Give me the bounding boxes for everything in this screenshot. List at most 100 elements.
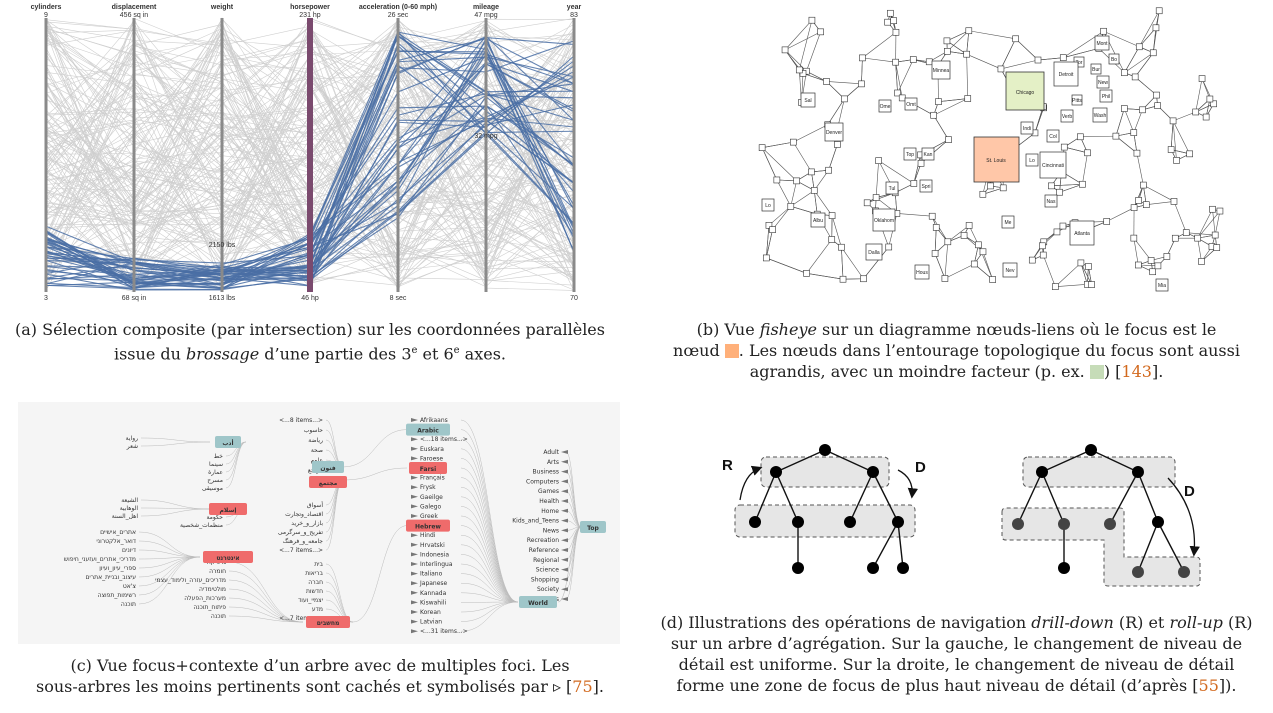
map-edge [841, 247, 864, 279]
collapsed-triangle [411, 446, 418, 451]
tree-edge [138, 556, 201, 587]
map-node [1034, 56, 1042, 64]
collapsed-triangle [561, 518, 568, 523]
language-label: Interlingua [420, 561, 453, 568]
map-city-node [1069, 220, 1095, 246]
map-edge [1000, 38, 1016, 70]
hebrew-leaf: דואר_אלקטרוני [96, 538, 136, 545]
collapsed-triangle [561, 538, 568, 543]
map-edge [765, 225, 770, 258]
language-label: Afrikaans [420, 417, 448, 424]
map-edge [813, 190, 818, 215]
tree-node [1058, 562, 1070, 574]
map-edge [966, 54, 969, 99]
arabic-mid-leaf: <...8 items...> [279, 417, 323, 424]
collapsed-triangle [411, 494, 418, 499]
collapsed-triangle [561, 469, 568, 474]
map-node [1012, 35, 1019, 43]
map-node [1182, 229, 1190, 236]
collapsed-triangle [561, 450, 568, 454]
map-node [945, 136, 952, 143]
map-city-label: Spri [922, 184, 931, 190]
tree-edge [460, 592, 519, 603]
map-node [1153, 91, 1160, 99]
map-node [1213, 244, 1221, 251]
label-d: D [915, 459, 926, 476]
map-edge [814, 170, 829, 191]
collapsed-triangle [561, 587, 568, 592]
top-node: Top [587, 525, 599, 532]
axis-title: weight [210, 4, 234, 11]
map-city-label: Hous [916, 270, 928, 276]
map-node [989, 276, 996, 283]
map-city-label: Lo [765, 203, 771, 209]
map-edge [897, 59, 914, 94]
map-node [910, 180, 918, 187]
map-edge [1080, 262, 1092, 285]
tree-node [770, 466, 782, 478]
tree-edge [225, 441, 247, 489]
axis-bottom-value: 46 hp [301, 295, 319, 302]
category-label: Arts [547, 459, 559, 466]
tree-link [897, 521, 904, 569]
map-edge [1136, 153, 1144, 186]
map-node [970, 260, 978, 268]
map-node [1039, 242, 1046, 250]
map-edge [1055, 262, 1082, 287]
map-edge [776, 179, 792, 207]
arabic-leaf: شعر [126, 443, 138, 450]
language-label: Latvian [420, 619, 442, 626]
map-node [803, 270, 810, 277]
focus-node-swatch [724, 344, 739, 358]
map-node [1147, 257, 1155, 264]
map-node [1053, 228, 1061, 236]
map-edge [1197, 210, 1221, 239]
category-label: Business [533, 469, 559, 476]
tree-edge [460, 525, 519, 603]
caption-c: (c) Vue focus+contexte d’un arbre avec d… [0, 655, 640, 697]
map-city-label: Tor [1076, 60, 1083, 66]
tree-edge [138, 549, 201, 558]
hebrew-leaf: אתרים_אישיים [100, 529, 136, 536]
axis-5 [484, 18, 488, 292]
map-node [963, 50, 970, 58]
arabic-leaf: الشيعة [121, 497, 138, 504]
map-city-node [1094, 35, 1110, 51]
category-label: Society [537, 586, 559, 593]
map-edge [1197, 238, 1202, 262]
map-city-node [1155, 278, 1169, 292]
chicago-label: Chicago [1016, 90, 1035, 96]
caption-c-line1: (c) Vue focus+contexte d’un arbre avec d… [70, 656, 570, 675]
hebrew-leaf: מדריכי_אתרים_ועזעני_חיפוש [64, 556, 136, 563]
map-edge [1063, 48, 1099, 58]
map-city-node [1002, 262, 1018, 278]
map-edge [1042, 254, 1056, 287]
hebrew-computers-leaf: מולטימדיה [199, 586, 226, 593]
map-edge [1055, 284, 1088, 287]
collapsed-triangle [411, 456, 418, 461]
world-node-pill [519, 596, 557, 608]
map-node [987, 182, 994, 190]
map-node [892, 28, 900, 36]
map-node [860, 275, 867, 283]
arabic-mid-leaf: حاسوب [304, 427, 324, 434]
map-edge [875, 160, 879, 198]
axis-2 [220, 18, 224, 292]
map-node [1060, 143, 1068, 151]
caption-b: (b) Vue fisheye sur un diagramme nœuds-l… [640, 319, 1273, 382]
arabic-leaf: عمارة [208, 469, 223, 476]
map-edge [947, 225, 970, 243]
tree-link [872, 471, 899, 523]
map-edge [761, 147, 778, 181]
map-city-label: New [1098, 80, 1108, 86]
aggregation-trees [749, 444, 1190, 578]
map-edge [768, 206, 791, 226]
map-edge [772, 206, 792, 230]
tree-node [1132, 566, 1144, 578]
map-node [943, 48, 951, 55]
axis-top-value: 456 sq in [120, 12, 149, 19]
map-edge [1134, 52, 1154, 78]
tree-node [1178, 566, 1190, 578]
axis-bottom-value: 3 [44, 295, 48, 302]
roll-up-arrow [897, 469, 919, 499]
